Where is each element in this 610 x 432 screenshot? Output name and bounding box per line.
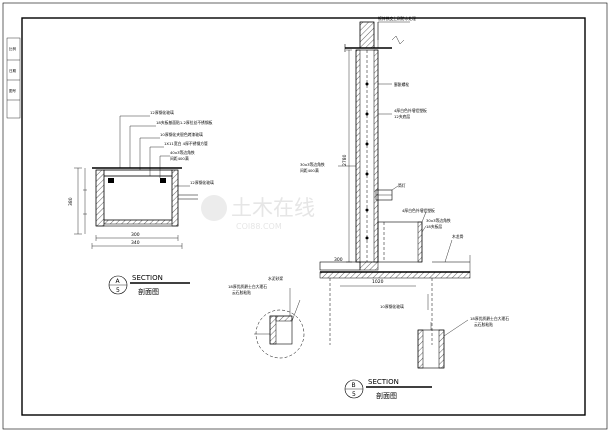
section-a-drawing: 380 300 340 [68, 115, 198, 249]
section-b-note-7: 筒灯 [398, 183, 406, 188]
section-b-note-3: 4厚白色外墙铝塑板 [394, 108, 427, 113]
section-b-tag: B 5 SECTION 剖面图 [344, 378, 432, 400]
section-b-note-16: 18厚优质爵士白大理石 [470, 316, 509, 321]
section-a-label: SECTION [132, 274, 163, 282]
section-b-tag-number: 5 [352, 391, 356, 398]
section-b-note-2: 膨胀螺栓 [394, 82, 409, 87]
section-b-tag-letter: B [352, 382, 356, 389]
section-b-note-17: 云石胶粘贴 [474, 322, 493, 327]
section-b-note-14: 云石胶粘贴 [232, 290, 251, 295]
section-b-note-11: 木龙骨 [452, 234, 464, 239]
title-block: 比例 日期 图号 [6, 37, 21, 119]
section-a-note-6: 间距400满 [170, 156, 189, 161]
section-a-outer-width-dim: 340 [131, 240, 140, 246]
section-a-note-4: 1X11宽白 4厚不锈钢方管 [164, 141, 208, 146]
section-b-drawing: 2780 300 1020 [254, 21, 471, 369]
section-a-note-3: 10厚钢化夹银色烤漆玻璃 [160, 132, 203, 137]
section-b-note-10: 18夹板层 [426, 224, 442, 229]
section-b-note-13: 18厚优质爵士白大理石 [228, 284, 267, 289]
section-a-tag-letter: A [116, 278, 121, 285]
section-b-subtitle: 剖面图 [376, 391, 397, 400]
watermark-url: COI88.COM [236, 222, 282, 231]
section-b-note-8: 4厚白色外墙铝塑板 [402, 208, 435, 213]
section-b-note-6: 间距400满 [300, 168, 319, 173]
section-b-annotations: 镀锌铁皮上刷防水处理 膨胀螺栓 4厚白色外墙铝塑板 12夹底层 30x3等边角铁… [228, 16, 509, 327]
section-b-note-1: 镀锌铁皮上刷防水处理 [378, 16, 416, 21]
section-b-base-dim: 300 [334, 257, 343, 263]
section-a-inner-width-dim: 300 [131, 232, 140, 238]
section-a-tag: A 5 SECTION 剖面图 [108, 274, 190, 296]
watermark-brand: 土木在线 [231, 196, 315, 220]
title-block-row-2: 日期 [9, 68, 16, 73]
section-b-bottom-dim: 1020 [372, 279, 384, 285]
section-a-tag-number: 5 [116, 287, 120, 294]
section-b-label: SECTION [368, 378, 399, 386]
watermark: 土木在线 COI88.COM [201, 195, 315, 231]
section-b-note-15: 10厚钢化玻璃 [380, 304, 404, 309]
sheet-border-inner [21, 17, 586, 416]
title-block-row-3: 图号 [9, 88, 16, 93]
section-a-height-dim: 380 [68, 197, 74, 206]
section-b-height-dim: 2780 [342, 154, 348, 166]
section-b-note-5: 30x3等边角铁 [300, 162, 325, 167]
section-a-subtitle: 剖面图 [138, 287, 159, 296]
section-b-note-4: 12夹底层 [394, 114, 410, 119]
section-a-note-5: 40x3等边角铁 [170, 150, 195, 155]
section-a-note-1: 12厚钢化玻璃 [150, 110, 174, 115]
section-a-note-7: 12厚钢化玻璃 [190, 180, 214, 185]
section-b-note-9: 30x3等边角铁 [426, 218, 451, 223]
section-a-annotations: 12厚钢化玻璃 18夹板基面贴1.2厚拉丝不锈钢板 10厚钢化夹银色烤漆玻璃 1… [150, 110, 214, 185]
section-b-note-12: 水泥砂浆 [268, 276, 283, 281]
section-a-note-2: 18夹板基面贴1.2厚拉丝不锈钢板 [156, 120, 213, 125]
title-block-row-1: 比例 [9, 46, 16, 51]
